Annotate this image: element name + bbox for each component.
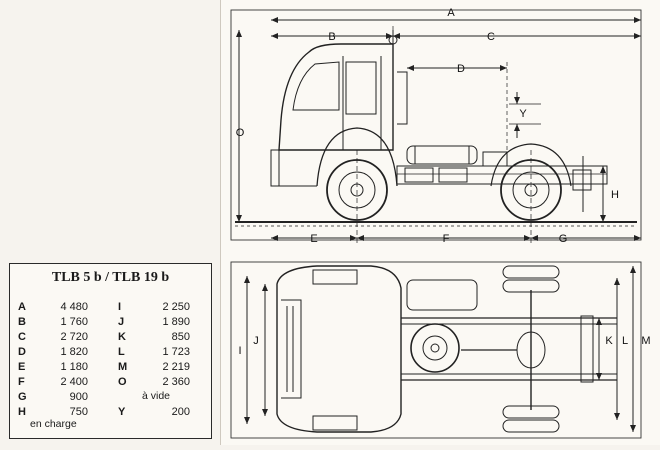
label-j: J [253,335,259,347]
right-spec-value: 2 219 [162,361,190,373]
fuel-tank-top [406,279,478,311]
front-right-tyre [312,415,358,431]
spare-wheel [410,323,460,373]
label-c: C [487,31,495,43]
left-spec-value: 750 [69,406,88,418]
left-spec-key: B [18,316,26,328]
label-d: D [457,63,465,75]
label-b: B [328,31,335,43]
label-o: O [236,127,245,139]
right-spec-value: 2 250 [162,301,190,313]
label-e: E [310,233,317,245]
label-a: A [447,7,455,19]
label-h: H [611,189,619,201]
rear-left-tyres [502,265,560,293]
side-view [230,9,642,244]
right-spec-key: K [118,331,126,343]
right-spec-value: 1 890 [162,316,190,328]
left-spec-key: H [18,406,26,418]
cab-door-window [345,61,377,115]
cab-top-outline [276,265,402,433]
label-m: M [641,335,650,347]
rear-cab-panel [397,71,408,125]
truck-dimension-drawing: A B C D E F G H O Y I J K L M [230,7,651,439]
fuel-tank [406,145,478,165]
fifth-wheel [482,151,508,167]
right-spec-key: L [118,346,125,358]
cab-body [278,43,394,151]
rear-right-tyres [502,405,560,433]
right-spec-key: I [118,301,122,313]
right-spec-key: J [118,316,125,328]
left-spec-value: 2 720 [60,331,88,343]
right-spec-value: 850 [171,331,190,343]
left-spec-value: 1 760 [60,316,88,328]
left-spec-key: C [18,331,26,343]
left-spec-value: 1 180 [60,361,88,373]
right-spec-key: Y [118,406,126,418]
top-view-frame [230,261,642,439]
left-spec-key: G [18,391,27,403]
label-f: F [443,233,450,245]
drawing-sheet: A B C D E F G H O Y I J K L M [220,0,660,445]
left-spec-key: D [18,346,26,358]
label-y: Y [519,108,527,120]
spec-title: TLB 5 b / TLB 19 b [51,270,170,285]
label-i: I [238,345,241,357]
note-a-vide: à vide [142,390,171,402]
top-view [230,261,642,439]
note-en-charge: en charge [30,418,77,430]
label-k: K [605,335,613,347]
left-spec-key: A [18,301,26,313]
right-spec-key: M [118,361,128,373]
battery-box [404,167,434,183]
left-spec-value: 2 400 [60,376,88,388]
right-spec-key: O [118,376,127,388]
left-spec-value: 1 820 [60,346,88,358]
label-l: L [622,335,628,347]
cab-windshield [292,61,340,111]
front-left-tyre [312,269,358,285]
side-view-frame [230,9,642,241]
right-spec-value: 200 [171,406,190,418]
left-spec-value: 900 [69,391,88,403]
left-spec-key: F [18,376,25,388]
right-spec-value: 1 723 [162,346,190,358]
tool-box [438,167,468,183]
left-spec-value: 4 480 [60,301,88,313]
label-g: G [559,233,568,245]
left-spec-key: E [18,361,26,373]
right-spec-value: 2 360 [162,376,190,388]
